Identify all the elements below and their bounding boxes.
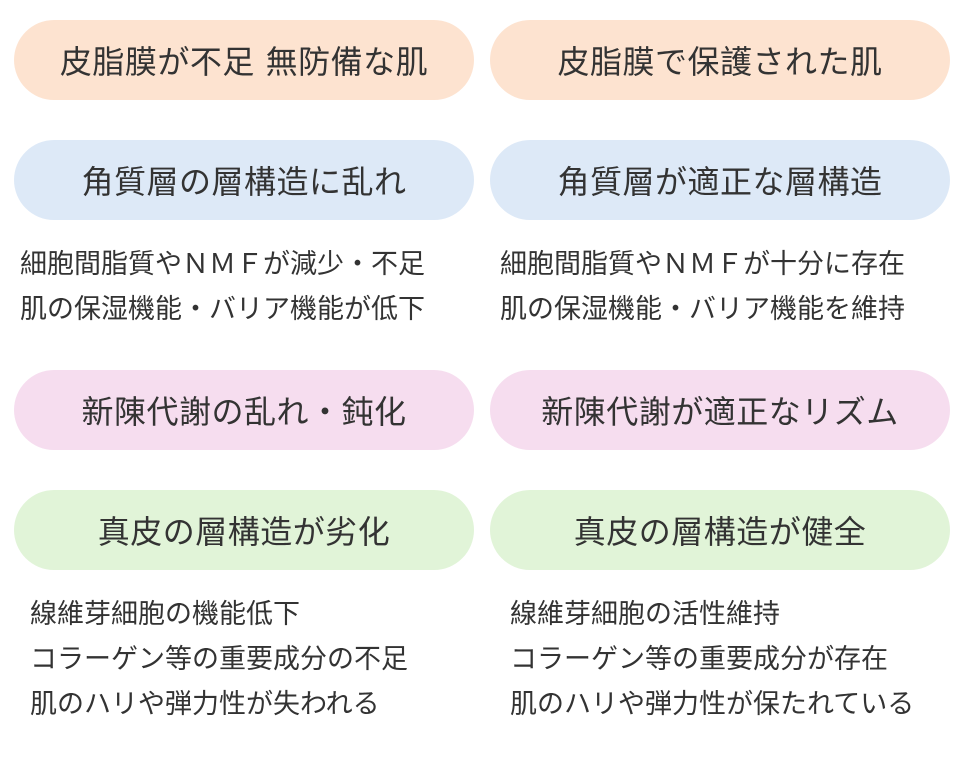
left-turnover-label: 新陳代謝の乱れ・鈍化 xyxy=(81,393,407,431)
right-stratum-label: 角質層が適正な層構造 xyxy=(557,163,883,201)
left-stratum-pill: 角質層の層構造に乱れ xyxy=(14,140,474,220)
note-line: 細胞間脂質やＮＭＦが十分に存在 xyxy=(500,249,905,280)
note-line: 細胞間脂質やＮＭＦが減少・不足 xyxy=(20,249,425,280)
left-stratum-label: 角質層の層構造に乱れ xyxy=(81,163,407,201)
left-dermis-pill: 真皮の層構造が劣化 xyxy=(14,490,474,570)
note-line: コラーゲン等の重要成分が存在 xyxy=(510,644,888,675)
note-line: 肌の保湿機能・バリア機能が低下 xyxy=(20,294,425,325)
left-dermis-notes: 線維芽細胞の機能低下 コラーゲン等の重要成分の不足 肌のハリや弾力性が失われる xyxy=(30,592,408,727)
note-line: 線維芽細胞の機能低下 xyxy=(30,599,300,630)
right-dermis-notes: 線維芽細胞の活性維持 コラーゲン等の重要成分が存在 肌のハリや弾力性が保たれてい… xyxy=(510,592,914,727)
left-sebum-pill: 皮脂膜が不足 無防備な肌 xyxy=(14,20,474,100)
right-stratum-notes: 細胞間脂質やＮＭＦが十分に存在 肌の保湿機能・バリア機能を維持 xyxy=(500,242,905,332)
left-stratum-notes: 細胞間脂質やＮＭＦが減少・不足 肌の保湿機能・バリア機能が低下 xyxy=(20,242,425,332)
right-dermis-label: 真皮の層構造が健全 xyxy=(573,513,867,551)
note-line: 肌の保湿機能・バリア機能を維持 xyxy=(500,294,905,325)
right-sebum-label: 皮脂膜で保護された肌 xyxy=(557,43,883,81)
right-turnover-label: 新陳代謝が適正なリズム xyxy=(541,393,899,431)
note-line: 線維芽細胞の活性維持 xyxy=(510,599,780,630)
right-sebum-pill: 皮脂膜で保護された肌 xyxy=(490,20,950,100)
note-line: 肌のハリや弾力性が保たれている xyxy=(510,689,915,720)
left-sebum-label: 皮脂膜が不足 無防備な肌 xyxy=(59,43,429,81)
note-line: 肌のハリや弾力性が失われる xyxy=(30,689,380,720)
left-turnover-pill: 新陳代謝の乱れ・鈍化 xyxy=(14,370,474,450)
right-stratum-pill: 角質層が適正な層構造 xyxy=(490,140,950,220)
right-dermis-pill: 真皮の層構造が健全 xyxy=(490,490,950,570)
right-turnover-pill: 新陳代謝が適正なリズム xyxy=(490,370,950,450)
left-dermis-label: 真皮の層構造が劣化 xyxy=(97,513,391,551)
note-line: コラーゲン等の重要成分の不足 xyxy=(30,644,408,675)
